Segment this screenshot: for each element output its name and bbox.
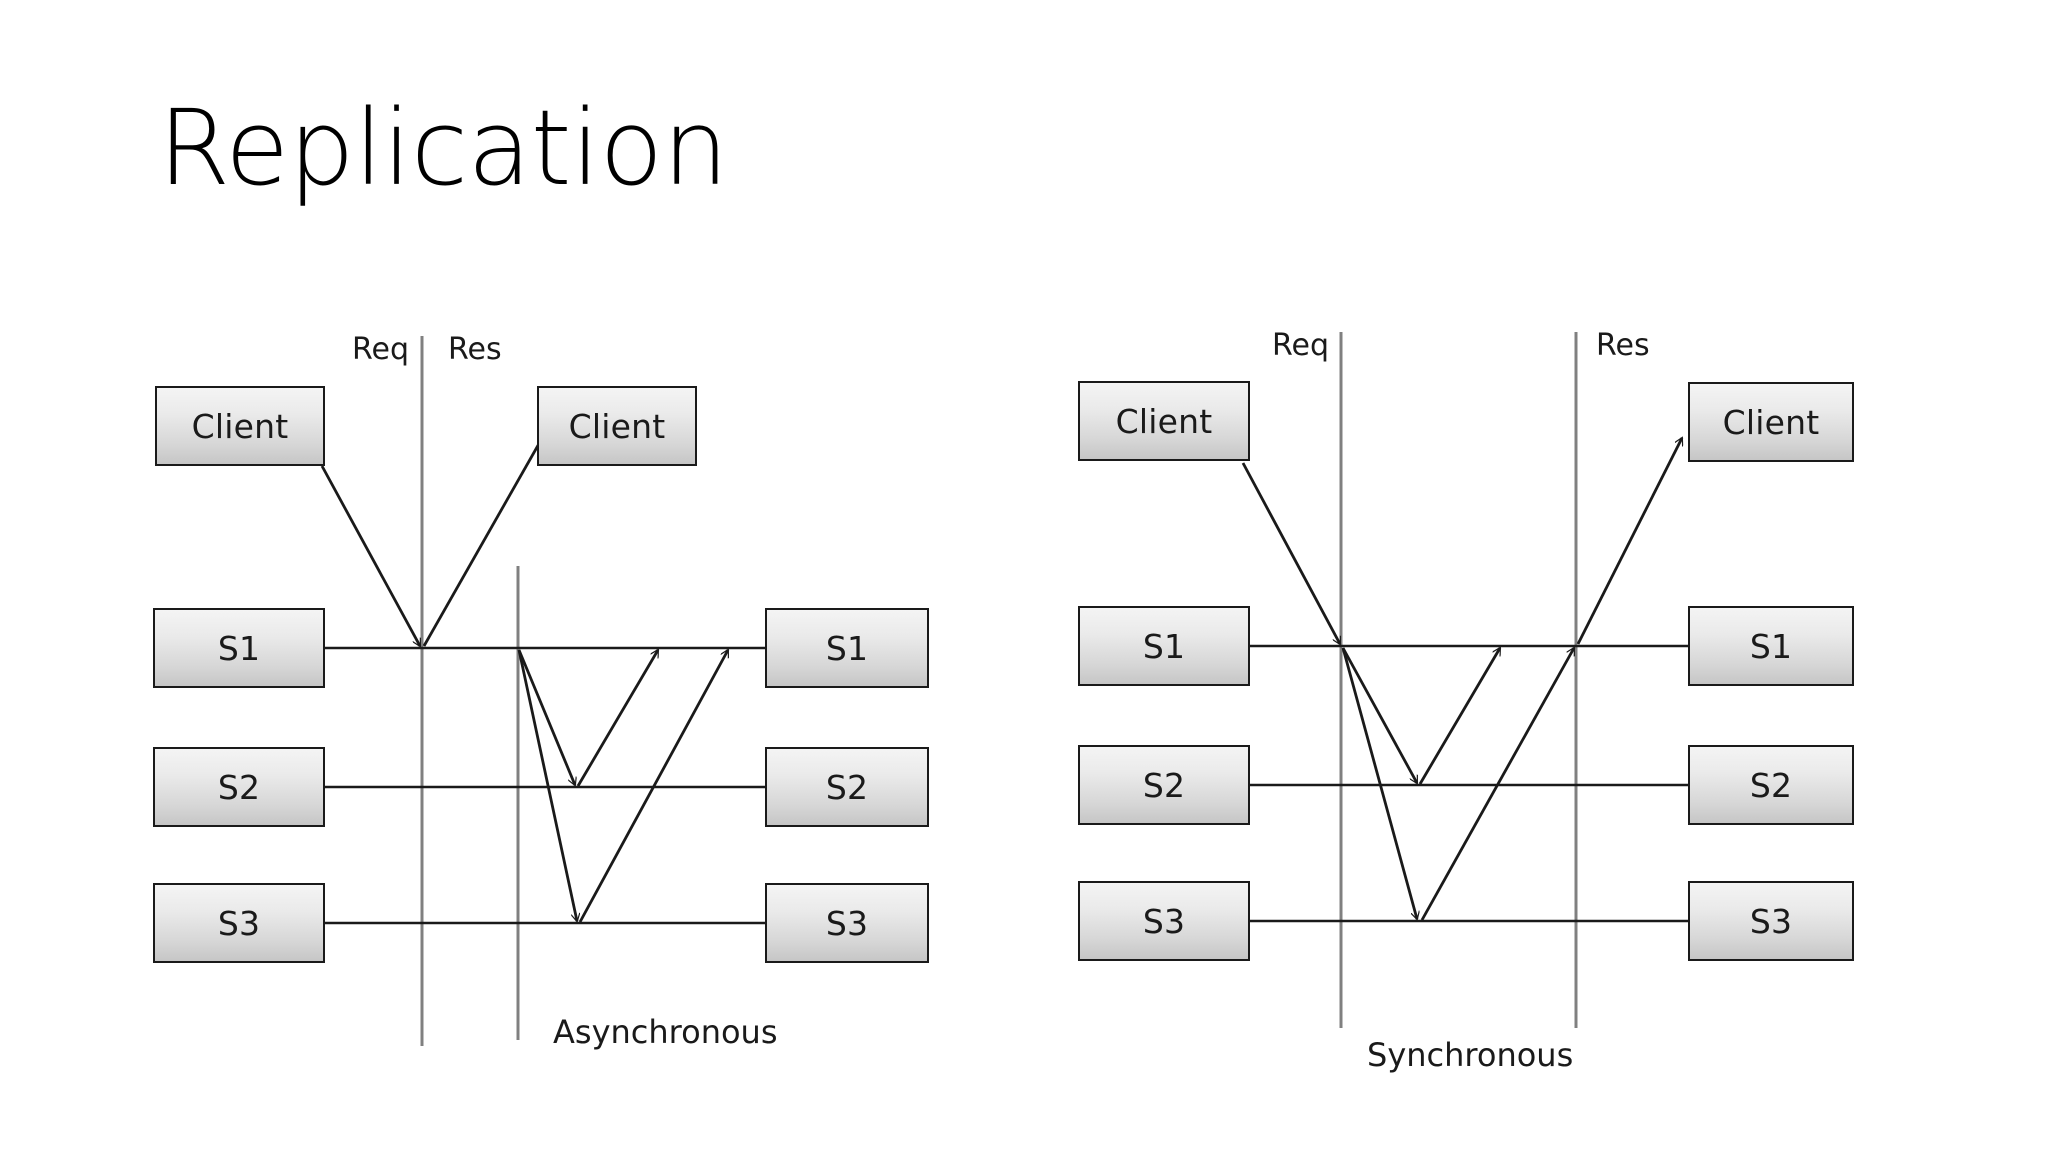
sync-mode-label: Synchronous xyxy=(1367,1036,1574,1074)
sync-right-s1-box[interactable]: S1 xyxy=(1688,606,1854,686)
async-right-s2-label: S2 xyxy=(825,767,869,807)
sync-left-client-box[interactable]: Client xyxy=(1078,381,1250,461)
sync-diagram-lines xyxy=(1241,332,1690,1028)
sync-s2-to-s1-arrow xyxy=(1418,648,1502,785)
async-req-label: Req xyxy=(352,332,409,367)
sync-left-client-label: Client xyxy=(1115,401,1213,441)
sync-right-s1-label: S1 xyxy=(1749,626,1793,666)
sync-left-s2-box[interactable]: S2 xyxy=(1078,745,1250,825)
async-s3-to-s1-arrow xyxy=(578,650,730,923)
async-client-request-arrow xyxy=(320,465,422,646)
sync-left-s1-box[interactable]: S1 xyxy=(1078,606,1250,686)
async-left-client-box[interactable]: Client xyxy=(155,386,325,466)
sync-left-s2-label: S2 xyxy=(1142,765,1186,805)
async-mode-label: Asynchronous xyxy=(553,1013,778,1051)
sync-right-client-label: Client xyxy=(1722,402,1820,442)
sync-s1-to-s3-arrow xyxy=(1341,647,1417,919)
async-left-s3-label: S3 xyxy=(217,903,261,943)
async-left-s2-box[interactable]: S2 xyxy=(153,747,325,827)
async-res-label: Res xyxy=(448,332,502,367)
sync-left-s3-label: S3 xyxy=(1142,901,1186,941)
async-right-s3-label: S3 xyxy=(825,903,869,943)
sync-right-s2-label: S2 xyxy=(1749,765,1793,805)
async-left-client-label: Client xyxy=(191,406,289,446)
sync-right-s3-label: S3 xyxy=(1749,901,1793,941)
sync-req-label: Req xyxy=(1272,328,1329,363)
sync-left-s3-box[interactable]: S3 xyxy=(1078,881,1250,961)
async-right-s1-box[interactable]: S1 xyxy=(765,608,929,688)
async-right-s2-box[interactable]: S2 xyxy=(765,747,929,827)
sync-left-s1-label: S1 xyxy=(1142,626,1186,666)
sync-right-client-box[interactable]: Client xyxy=(1688,382,1854,462)
sync-res-label: Res xyxy=(1596,328,1650,363)
sync-client-response-arrow xyxy=(1576,438,1684,645)
sync-right-s2-box[interactable]: S2 xyxy=(1688,745,1854,825)
sync-s3-to-s1-arrow xyxy=(1420,648,1576,921)
sync-right-s3-box[interactable]: S3 xyxy=(1688,881,1854,961)
async-right-s1-label: S1 xyxy=(825,628,869,668)
sync-s1-to-s2-arrow xyxy=(1341,647,1419,783)
sync-client-request-arrow xyxy=(1241,462,1342,644)
async-left-s1-box[interactable]: S1 xyxy=(153,608,325,688)
async-left-s3-box[interactable]: S3 xyxy=(153,883,325,963)
async-left-s2-label: S2 xyxy=(217,767,261,807)
page-title: Replication xyxy=(158,87,729,209)
async-right-client-label: Client xyxy=(568,406,666,446)
async-s2-to-s1-arrow xyxy=(576,650,660,787)
async-s1-to-s3-arrow xyxy=(517,649,577,921)
async-right-s3-box[interactable]: S3 xyxy=(765,883,929,963)
async-left-s1-label: S1 xyxy=(217,628,261,668)
async-s1-to-s2-arrow xyxy=(517,649,575,785)
async-right-client-box[interactable]: Client xyxy=(537,386,697,466)
